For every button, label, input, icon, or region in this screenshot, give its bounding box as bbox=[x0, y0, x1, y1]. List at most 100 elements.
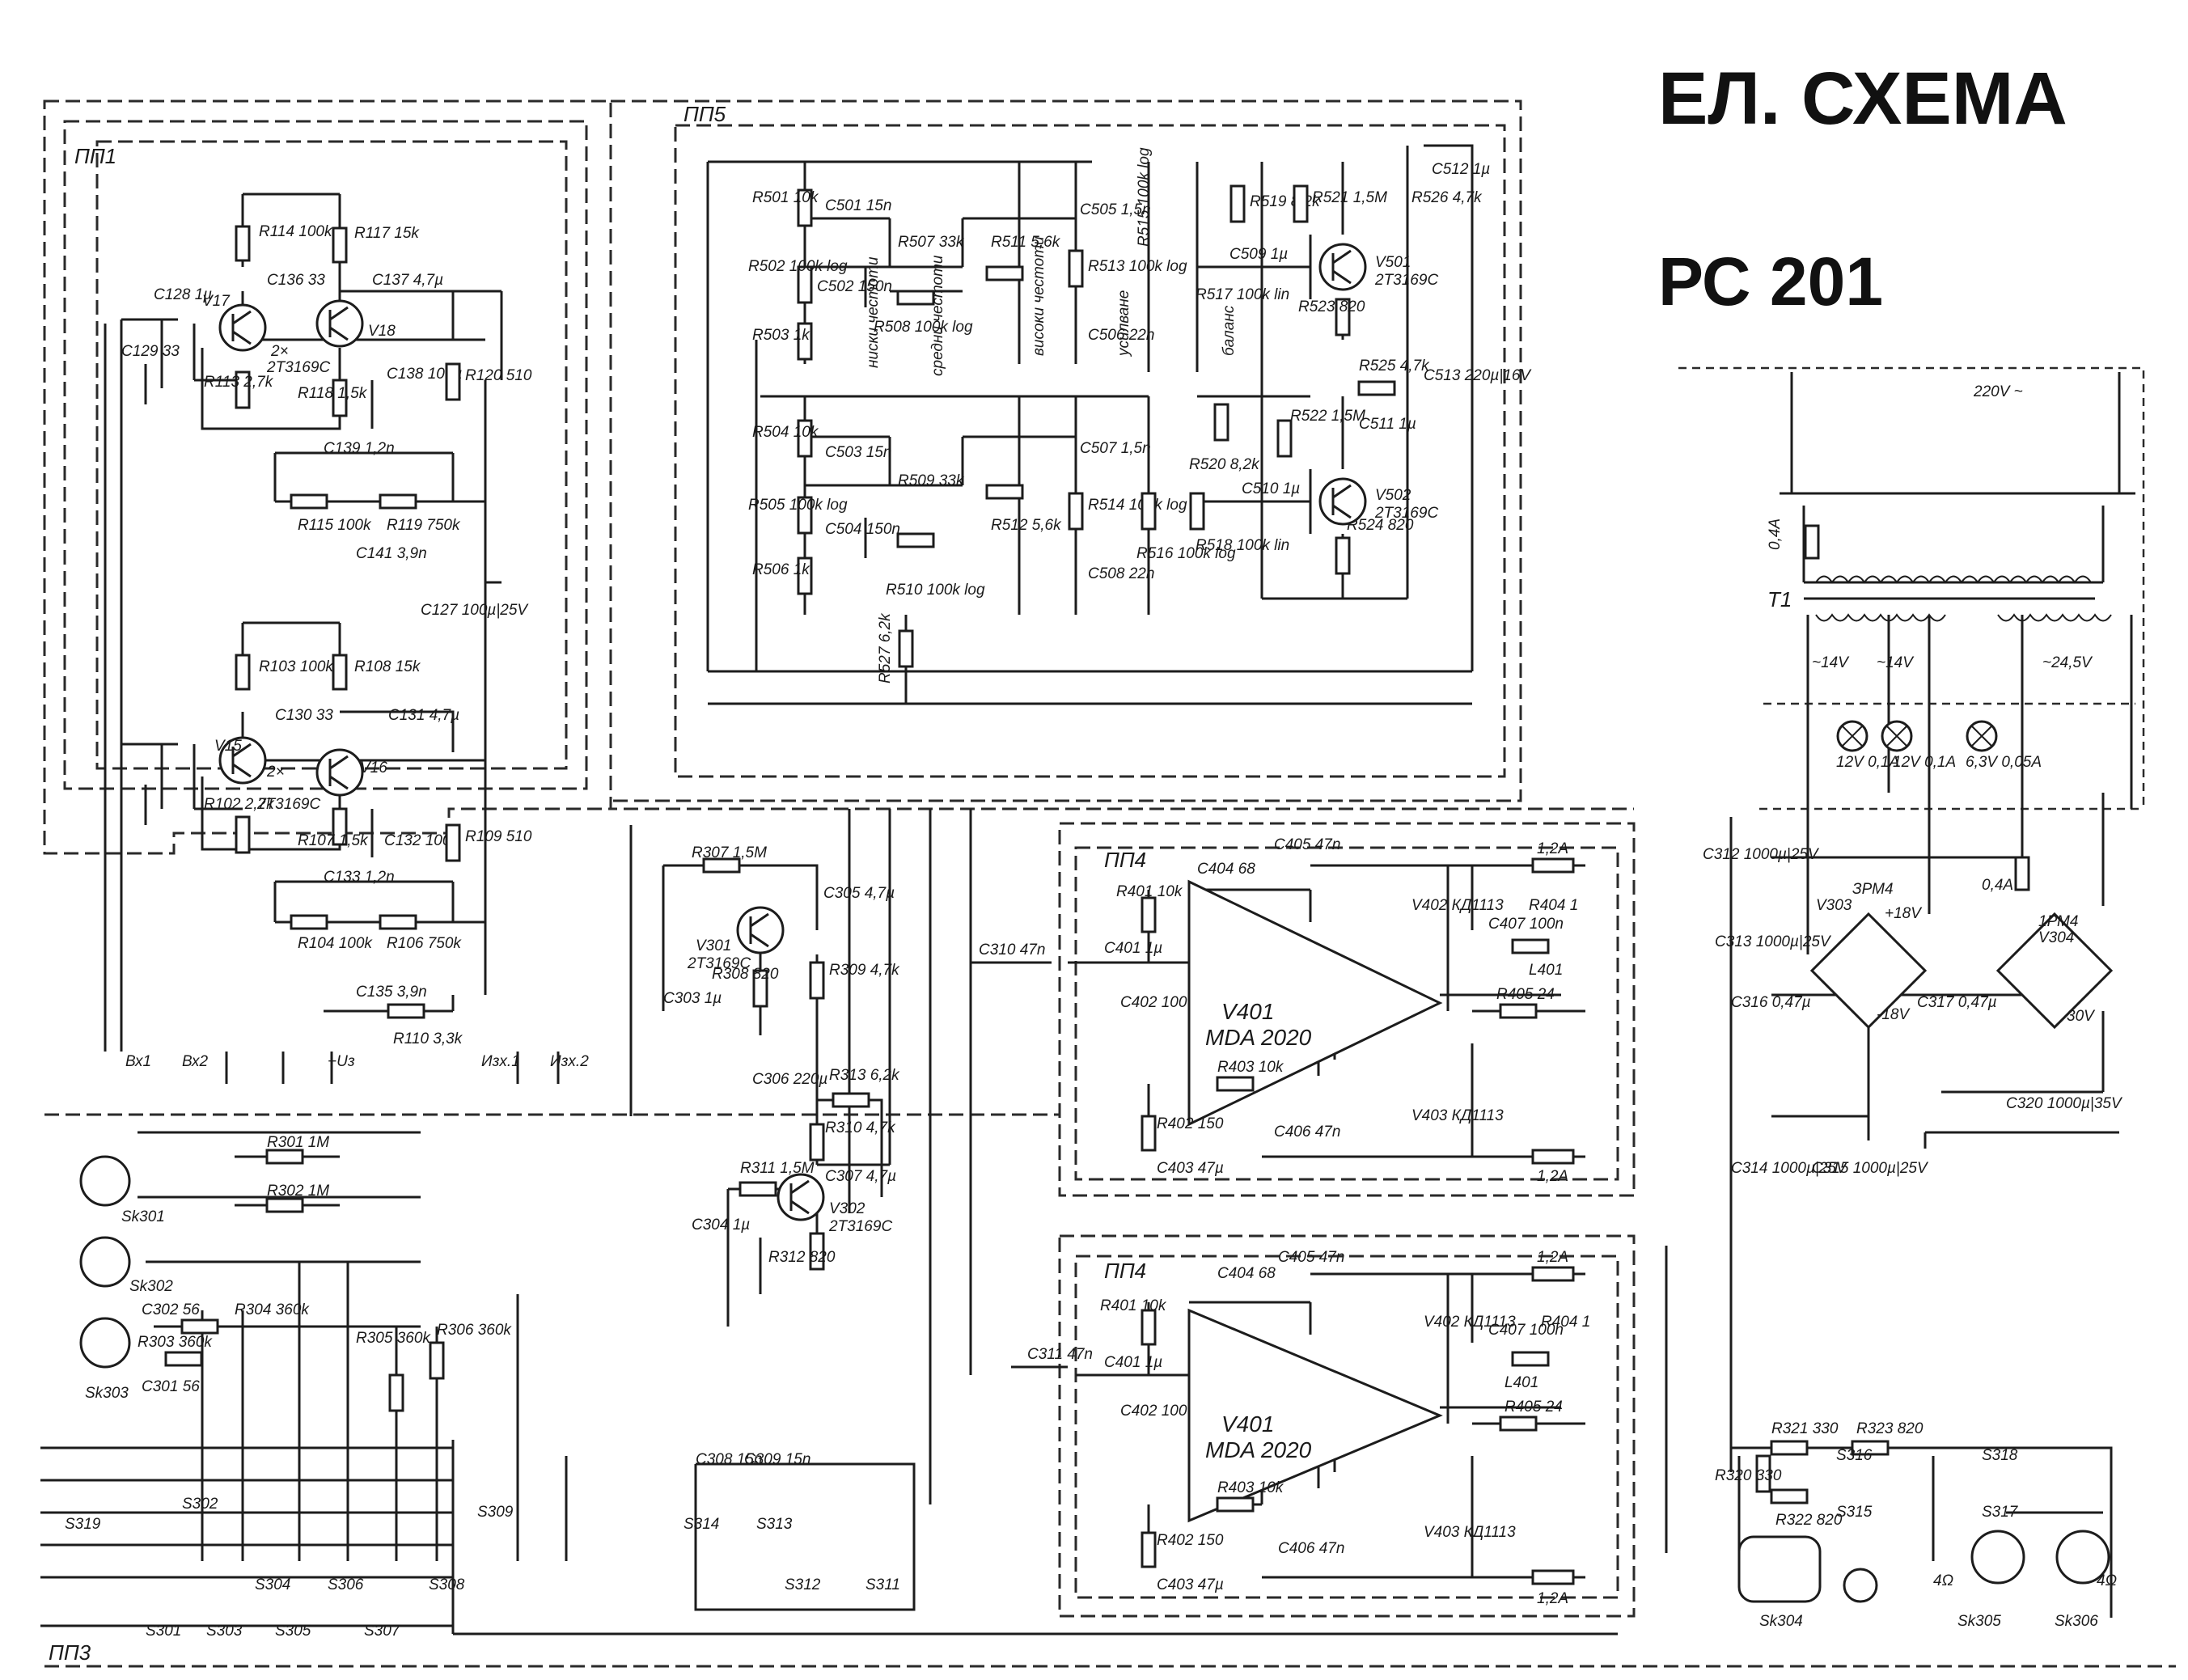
r503-label: R503 1k bbox=[752, 327, 810, 344]
r119-label: R119 750k bbox=[387, 517, 461, 534]
resistor-r303 bbox=[164, 1351, 203, 1367]
pp4-top-components: C404 68 C405 47n R401 10k C401 1µ C402 1… bbox=[1104, 836, 1578, 1185]
r506-label: R506 1k bbox=[752, 561, 810, 578]
resistor-r107 bbox=[332, 807, 348, 846]
c504-label: C504 150n bbox=[825, 521, 900, 538]
lamp-3-label: 6,3V 0,05A bbox=[1966, 754, 2042, 771]
switch-s317: S317 bbox=[1982, 1504, 2019, 1521]
c314-label: C314 1000µ|25V bbox=[1731, 1160, 1848, 1177]
r104-label: R104 100k bbox=[298, 935, 373, 952]
switch-s319: S319 bbox=[65, 1516, 101, 1533]
rect-left-minus: -18V bbox=[1877, 1006, 1911, 1023]
resistor-r309 bbox=[809, 961, 825, 1000]
resistor-r108 bbox=[332, 654, 348, 691]
resistor-r313 bbox=[832, 1092, 870, 1108]
r514-label: R514 100k log bbox=[1088, 497, 1187, 514]
resistor-r512 bbox=[985, 484, 1024, 500]
c305-label: C305 4,7µ bbox=[823, 885, 895, 902]
v16-label: V16 bbox=[360, 760, 387, 777]
sk303-label: Sk303 bbox=[85, 1385, 129, 1402]
r403-bottom: R403 10k bbox=[1217, 1479, 1284, 1496]
resistor-r521 bbox=[1293, 184, 1309, 223]
board-label-pp5: ПП5 bbox=[683, 102, 726, 126]
r517-label: R517 100k lin bbox=[1196, 286, 1289, 303]
preamp-transistors: V301 2Т3169С V302 2Т3169С bbox=[687, 906, 892, 1235]
r312-label: R312 820 bbox=[768, 1249, 836, 1266]
resistor-r510 bbox=[896, 532, 935, 548]
r304-label: R304 360k bbox=[235, 1301, 310, 1318]
c509-label: C509 1µ bbox=[1229, 246, 1288, 263]
r527-label: R527 6,2k bbox=[877, 612, 894, 683]
v502-extra: 2Т3169С bbox=[1374, 505, 1438, 522]
r103-label: R103 100k bbox=[259, 658, 334, 675]
resistor-r508 bbox=[896, 290, 935, 306]
bridge-rectifier-v303 bbox=[1809, 912, 1928, 1030]
c315-label: C315 1000µ|25V bbox=[1812, 1160, 1929, 1177]
r401-bottom: R401 10k bbox=[1100, 1297, 1167, 1314]
pp5-control-labels: ниски честоти средни честоти високи чест… bbox=[865, 236, 1238, 376]
c301-label: C301 56 bbox=[142, 1378, 200, 1395]
r309-label: R309 4,7k bbox=[829, 962, 900, 979]
resistor-r114 bbox=[235, 225, 251, 262]
r520-label: R520 8,2k bbox=[1189, 456, 1260, 473]
resistor-r119 bbox=[379, 493, 417, 510]
board-label-pp3: ПП3 bbox=[49, 1640, 91, 1665]
fuse-bottom-2 bbox=[1531, 1569, 1575, 1585]
c303-label: C303 1µ bbox=[663, 990, 722, 1007]
c304-label: C304 1µ bbox=[692, 1217, 750, 1234]
c405-top: C405 47n bbox=[1274, 836, 1340, 853]
resistor-r523 bbox=[1335, 298, 1351, 336]
resistor-r520 bbox=[1213, 403, 1229, 442]
mains-label: 220V ~ bbox=[1973, 383, 2023, 400]
resistor-r106 bbox=[379, 914, 417, 930]
fuse-bottom-2-label: 1,2A bbox=[1537, 1590, 1568, 1607]
r510-label: R510 100k log bbox=[886, 582, 985, 599]
r302-label: R302 1M bbox=[267, 1183, 329, 1200]
transistor-v15 bbox=[218, 736, 267, 785]
treble-label: високи честоти bbox=[1031, 236, 1047, 356]
c407-bottom: C407 100n bbox=[1488, 1322, 1564, 1339]
c311-label: C311 47n bbox=[1027, 1346, 1093, 1363]
ic-top-part: MDA 2020 bbox=[1205, 1025, 1312, 1050]
r403-top: R403 10k bbox=[1217, 1059, 1284, 1076]
r305-label: R305 360k bbox=[356, 1330, 431, 1347]
resistor-r522 bbox=[1276, 419, 1293, 458]
l401-bottom: L401 bbox=[1505, 1374, 1538, 1391]
c137-label: C137 4,7µ bbox=[372, 272, 443, 289]
v17-label: V17 bbox=[202, 293, 231, 310]
switch-s302: S302 bbox=[182, 1496, 218, 1513]
v17-extra: 2× bbox=[270, 343, 289, 360]
fuse-mains-label: 0,4A bbox=[1767, 518, 1784, 550]
r110-label: R110 3,3k bbox=[393, 1030, 463, 1047]
c405-bottom: C405 47n bbox=[1278, 1249, 1344, 1266]
resistor-r323 bbox=[1851, 1440, 1890, 1456]
volume-label: усилване bbox=[1115, 290, 1132, 358]
c502-label: C502 150n bbox=[817, 278, 892, 295]
transistor-v18 bbox=[315, 299, 364, 348]
din-socket-sk303 bbox=[79, 1317, 131, 1369]
r120-label: R120 510 bbox=[465, 367, 532, 384]
switch-s311: S311 bbox=[865, 1576, 900, 1593]
r117-label: R117 15k bbox=[354, 225, 420, 242]
switch-s316: S316 bbox=[1836, 1447, 1873, 1464]
switch-s307: S307 bbox=[364, 1623, 401, 1640]
switch-s305: S305 bbox=[275, 1623, 311, 1640]
v402-top: V402 КД1113 bbox=[1411, 897, 1504, 914]
resistor-r519 bbox=[1229, 184, 1246, 223]
r301-label: R301 1M bbox=[267, 1134, 329, 1151]
c313-label: C313 1000µ|25V bbox=[1715, 933, 1832, 950]
v402-bottom: V402 КД1113 bbox=[1424, 1314, 1516, 1331]
resistor-r110 bbox=[387, 1003, 425, 1019]
c505-label: C505 1,5n bbox=[1080, 201, 1151, 218]
speaker-sk305 bbox=[1970, 1530, 2025, 1585]
v501-extra: 2Т3169С bbox=[1374, 272, 1438, 289]
c309-label: C309 15n bbox=[744, 1451, 810, 1468]
c402-bottom: C402 100 bbox=[1120, 1403, 1187, 1420]
r321-label: R321 330 bbox=[1771, 1420, 1839, 1437]
indicator-lamps: 12V 0,1A 12V 0,1A 6,3V 0,05A bbox=[1836, 720, 2042, 771]
board-label-pp4-bottom: ПП4 bbox=[1104, 1259, 1146, 1283]
c130-label: C130 33 bbox=[275, 707, 333, 724]
transistor-v301 bbox=[736, 906, 785, 954]
c511-label: C511 1µ bbox=[1359, 416, 1416, 433]
